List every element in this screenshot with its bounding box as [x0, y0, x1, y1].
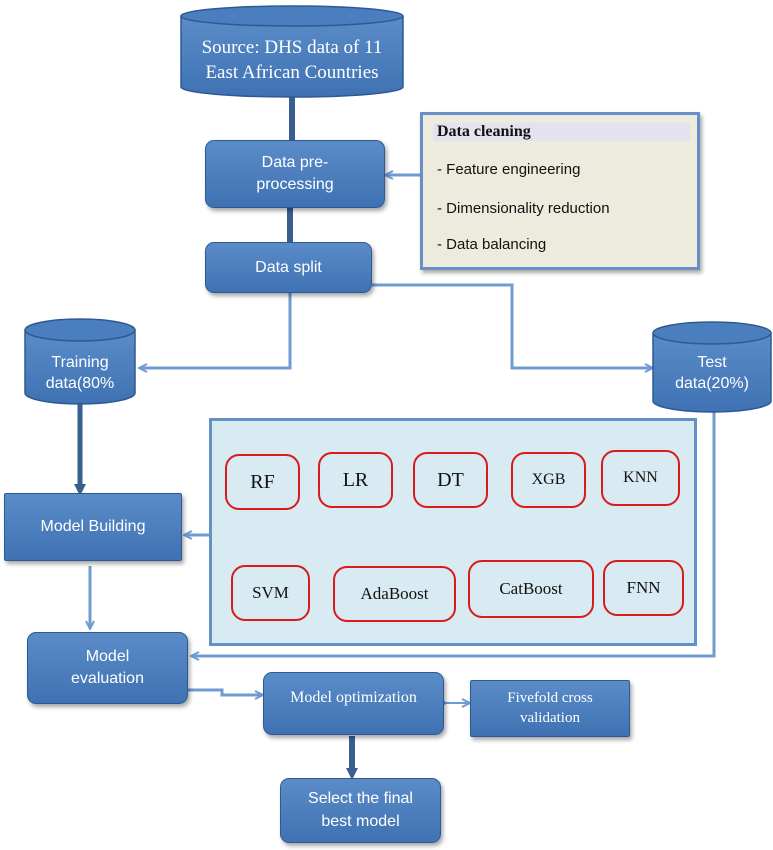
model-building-box: Model Building [4, 493, 182, 561]
source-label-line2: East African Countries [205, 61, 379, 83]
data-split-label: Data split [255, 258, 322, 276]
model-svm: SVM [231, 565, 310, 621]
data-cleaning-panel: Data cleaning - Feature engineering - Di… [420, 112, 700, 270]
arrow-split-to-test [372, 283, 652, 368]
evaluation-label-line1: Model [85, 648, 130, 666]
source-label-line1: Source: DHS data of 11 [201, 37, 383, 58]
arrow-split-to-training [140, 293, 292, 368]
model-adaboost: AdaBoost [333, 566, 456, 622]
test-label-line2: data(20%) [675, 374, 749, 392]
evaluation-label-line2: evaluation [71, 670, 144, 687]
ml-models-panel: RF LR DT XGB KNN SVM AdaBoost CatBoost F… [209, 418, 697, 646]
cross-validation-box: Fivefold cross validation [470, 680, 630, 737]
test-data-database: Test data(20%) [655, 353, 769, 395]
model-dt: DT [413, 452, 488, 508]
arrow-test-to-evaluation [192, 412, 716, 656]
cleaning-item-data-balancing: - Data balancing [437, 236, 547, 253]
model-catboost: CatBoost [468, 560, 594, 618]
cleaning-item-feature-engineering: - Feature engineering [437, 161, 581, 178]
crossval-label-line1: Fivefold cross [507, 690, 593, 706]
preprocessing-label-line1: Data pre- [261, 154, 329, 172]
data-preprocessing-box: Data pre- processing [205, 140, 385, 208]
model-evaluation-box: Model evaluation [27, 632, 188, 704]
optimization-label: Model optimization [290, 689, 417, 706]
model-knn: KNN [601, 450, 680, 506]
model-rf: RF [225, 454, 300, 510]
model-xgb: XGB [511, 452, 586, 508]
preprocessing-label-line2: processing [256, 176, 334, 193]
test-label-line1: Test [697, 354, 727, 371]
data-cleaning-title: Data cleaning [433, 123, 690, 141]
final-model-box: Select the final best model [280, 778, 441, 843]
training-data-database: Training data(80% [27, 353, 133, 395]
training-label-line1: Training [51, 354, 109, 371]
final-label-line2: best model [321, 812, 400, 830]
crossval-label-line2: validation [519, 709, 580, 726]
source-database: Source: DHS data of 11 East African Coun… [185, 36, 399, 85]
training-label-line2: data(80% [45, 374, 115, 392]
model-lr: LR [318, 452, 393, 508]
final-label-line1: Select the final [308, 790, 413, 808]
model-fnn: FNN [603, 560, 684, 616]
model-optimization-box: Model optimization [263, 672, 444, 735]
data-split-box: Data split [205, 242, 372, 293]
arrow-evaluation-to-optimization [188, 688, 262, 695]
model-building-label: Model Building [40, 518, 146, 536]
cleaning-item-dimensionality-reduction: - Dimensionality reduction [437, 200, 610, 217]
